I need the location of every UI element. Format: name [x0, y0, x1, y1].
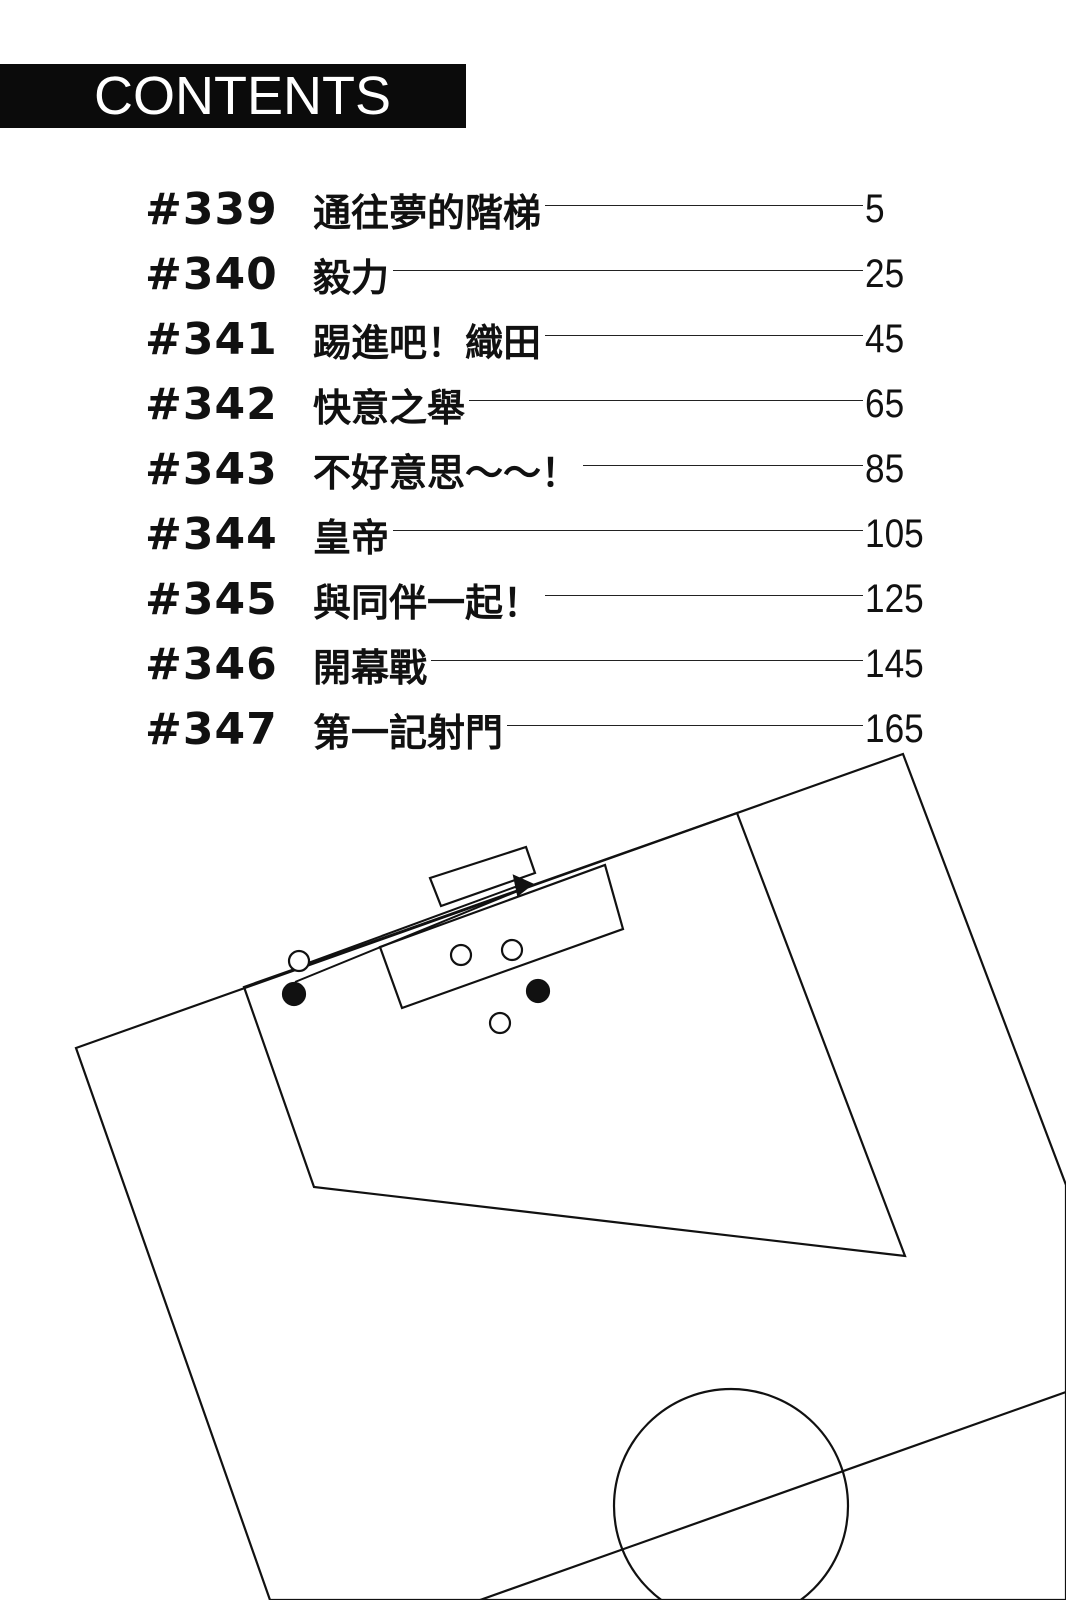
- episode-title: 皇帝: [313, 516, 390, 560]
- toc-entry[interactable]: #339 通往夢的階梯 5: [145, 177, 935, 242]
- contents-title: CONTENTS: [94, 66, 391, 126]
- shot-path-line: [299, 882, 527, 967]
- episode-number: #345: [145, 574, 278, 625]
- leader-line: [545, 205, 863, 206]
- leader-line: [545, 595, 863, 596]
- leader-line: [545, 335, 863, 336]
- page-number: 25: [865, 252, 905, 296]
- episode-title: 毅力: [313, 256, 390, 300]
- episode-number: #343: [145, 444, 278, 495]
- halfway-line: [479, 1390, 1066, 1600]
- leader-line: [469, 400, 863, 401]
- page-number: 65: [865, 382, 905, 426]
- page-number: 125: [865, 577, 924, 621]
- toc-entry[interactable]: #343 不好意思～～！ 85: [145, 437, 935, 502]
- penalty-area: [242, 811, 907, 1258]
- contents-banner: CONTENTS: [0, 64, 466, 128]
- page-number: 105: [865, 512, 924, 556]
- leader-line: [393, 270, 863, 271]
- leader-line: [583, 465, 863, 466]
- episode-number: #340: [145, 249, 278, 300]
- episode-title: 踢進吧！織田: [313, 321, 542, 365]
- center-circle: [612, 1387, 850, 1600]
- leader-line: [507, 725, 863, 726]
- player-marker-open: [287, 949, 311, 973]
- goal-area: [378, 863, 625, 1010]
- page-number: 45: [865, 317, 905, 361]
- page-number: 85: [865, 447, 905, 491]
- player-marker-open: [500, 938, 524, 962]
- toc-entry[interactable]: #344 皇帝 105: [145, 502, 935, 567]
- episode-title: 第一記射門: [313, 711, 504, 755]
- goal: [428, 845, 537, 908]
- page-number: 165: [865, 707, 924, 751]
- pass-path-line: [294, 885, 531, 983]
- episode-number: #342: [145, 379, 278, 430]
- player-marker-filled: [525, 978, 551, 1004]
- toc-entry[interactable]: #346 開幕戰 145: [145, 632, 935, 697]
- episode-title: 開幕戰: [313, 646, 428, 690]
- player-marker-open: [488, 1011, 512, 1035]
- episode-number: #339: [145, 184, 278, 235]
- episode-number: #346: [145, 639, 278, 690]
- pitch-boundary: [74, 752, 1066, 1600]
- episode-number: #347: [145, 704, 278, 755]
- episode-title: 快意之舉: [313, 386, 466, 430]
- episode-title: 不好意思～～！: [313, 451, 580, 495]
- leader-line: [393, 530, 863, 531]
- toc-entry[interactable]: #345 與同伴一起！ 125: [145, 567, 935, 632]
- episode-title: 與同伴一起！: [313, 581, 542, 625]
- toc-entry[interactable]: #342 快意之舉 65: [145, 372, 935, 437]
- episode-number: #341: [145, 314, 278, 365]
- toc-entry[interactable]: #340 毅力 25: [145, 242, 935, 307]
- toc-entry[interactable]: #347 第一記射門 165: [145, 697, 935, 762]
- leader-line: [431, 660, 863, 661]
- episode-title: 通往夢的階梯: [313, 191, 542, 235]
- episode-number: #344: [145, 509, 278, 560]
- page-number: 5: [865, 187, 885, 231]
- toc-entry[interactable]: #341 踢進吧！織田 45: [145, 307, 935, 372]
- player-marker-open: [449, 943, 473, 967]
- table-of-contents: #339 通往夢的階梯 5 #340 毅力 25 #341 踢進吧！織田 45 …: [145, 177, 935, 762]
- page-number: 145: [865, 642, 924, 686]
- player-marker-filled: [281, 981, 307, 1007]
- arrow-head-icon: [512, 874, 534, 897]
